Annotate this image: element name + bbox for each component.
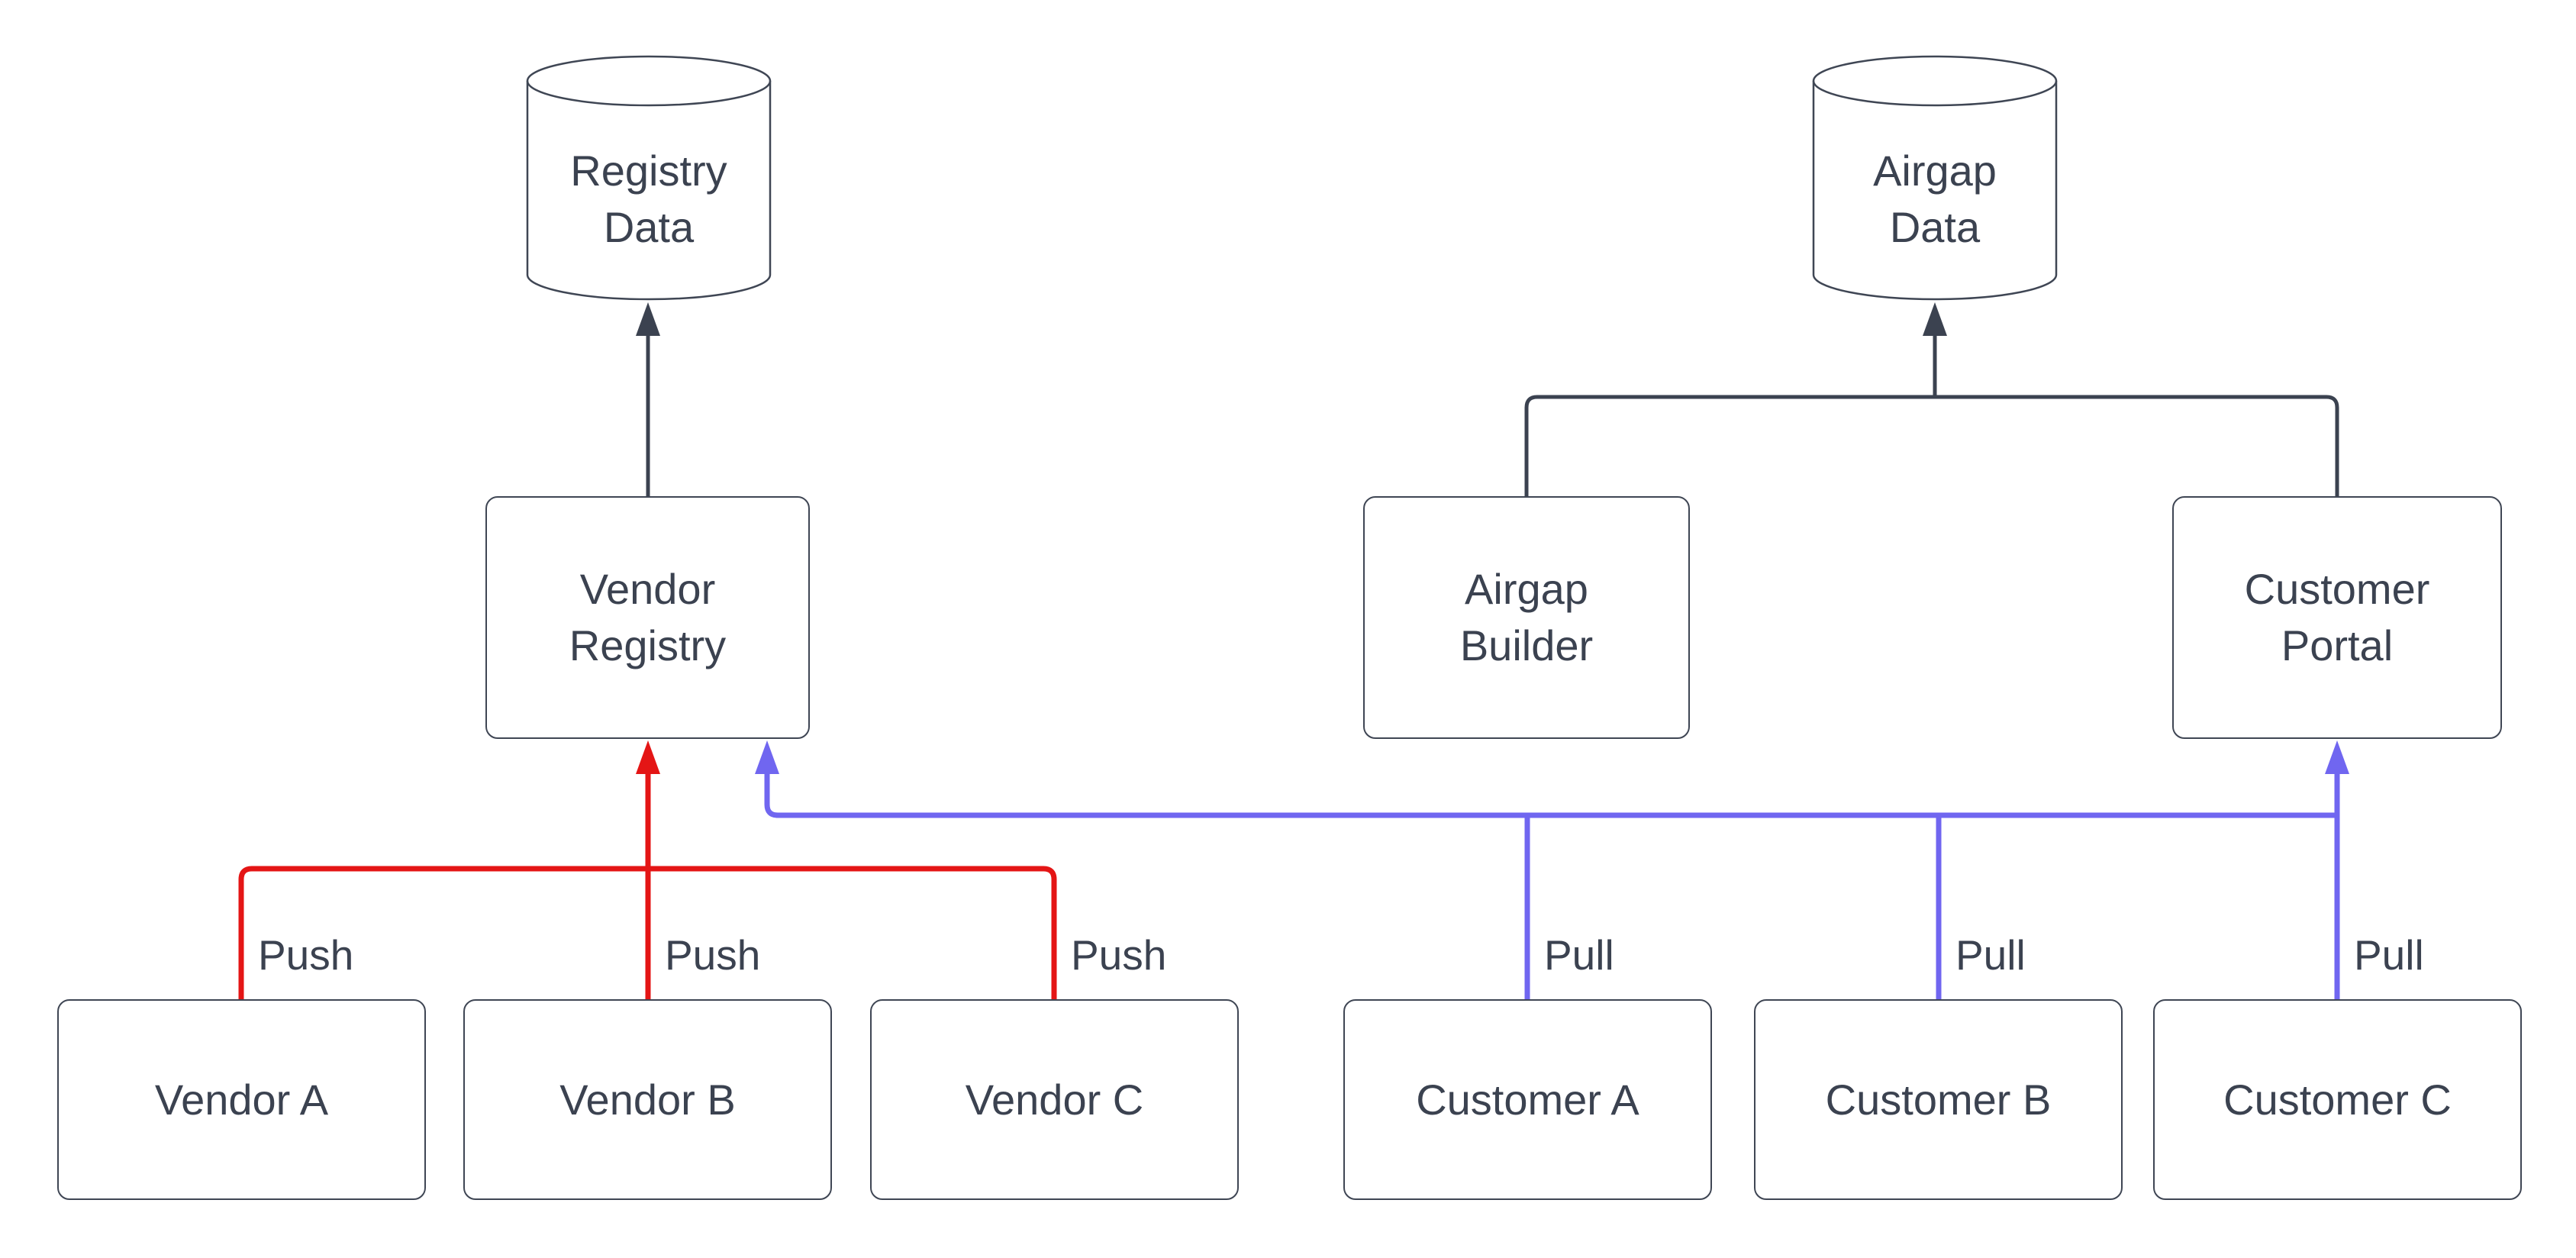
vendor-a-label: Vendor A (154, 1075, 329, 1124)
edge-builder-portal-merge-bar (1524, 395, 2339, 498)
node-customer-b: Customer B (1754, 999, 2123, 1200)
arrowhead-blue-into-vendor-registry (755, 740, 779, 774)
customer-b-label: Customer B (1825, 1075, 2052, 1124)
vendor-c-label: Vendor C (965, 1075, 1144, 1124)
node-customer-a: Customer A (1343, 999, 1712, 1200)
arrowhead-blue-into-customer-portal (2325, 740, 2349, 774)
node-vendor-a: Vendor A (57, 999, 426, 1200)
edge-label-pull-customer-a: Pull (1544, 931, 1614, 979)
edge-label-pull-customer-c: Pull (2354, 931, 2424, 979)
database-cylinder-icon (526, 55, 772, 301)
customer-a-label: Customer A (1416, 1075, 1639, 1124)
edge-label-push-vendor-a: Push (258, 931, 354, 979)
node-vendor-c: Vendor C (870, 999, 1239, 1200)
edge-label-pull-customer-b: Pull (1955, 931, 2026, 979)
node-vendor-b: Vendor B (463, 999, 832, 1200)
arrowhead-red-into-vendor-registry (636, 740, 660, 774)
customer-c-label: Customer C (2223, 1075, 2452, 1124)
arrowhead-into-registry-data (636, 302, 660, 336)
vendor-b-label: Vendor B (559, 1075, 736, 1124)
node-customer-c: Customer C (2153, 999, 2522, 1200)
edge-label-push-vendor-b: Push (665, 931, 761, 979)
arrowhead-into-airgap-data (1923, 302, 1947, 336)
edge-label-push-vendor-c: Push (1071, 931, 1167, 979)
database-cylinder-icon (1812, 55, 2058, 301)
edge-blue-bus-to-vendor-registry (764, 773, 2337, 818)
